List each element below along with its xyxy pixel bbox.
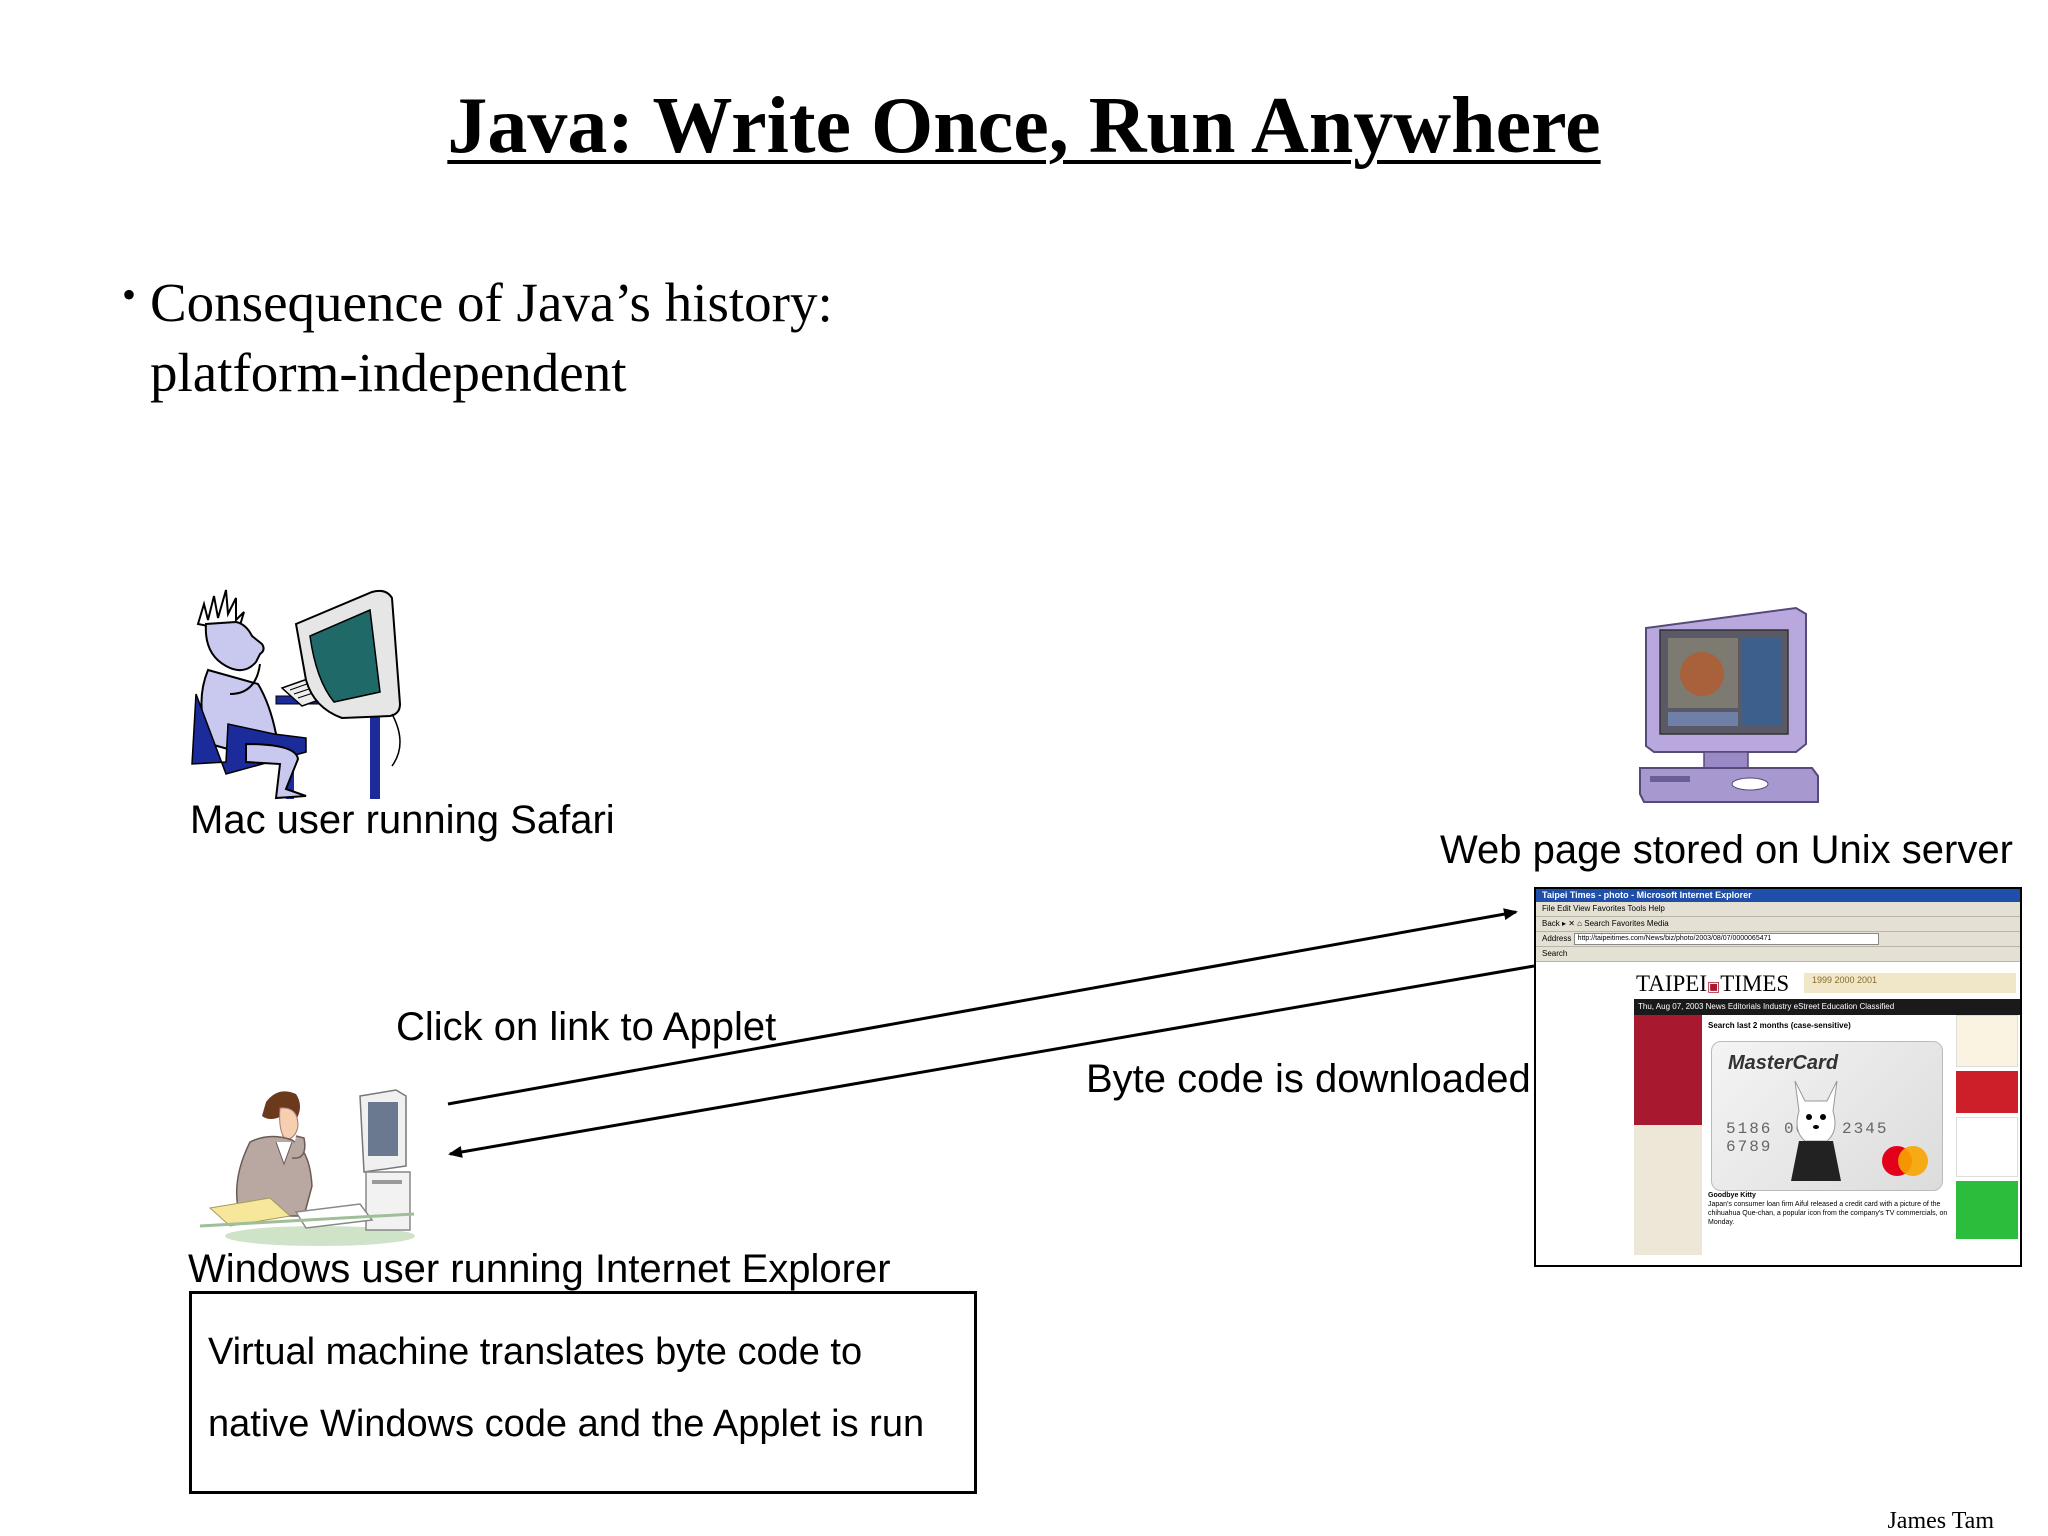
request-arrow <box>447 908 1518 1106</box>
browser-title-bar: Taipei Times - photo - Microsoft Interne… <box>1536 889 2020 902</box>
windows-user-illustration <box>199 1089 415 1246</box>
browser-address-bar: Address http://taipeitimes.com/News/biz/… <box>1536 932 2020 947</box>
card-number: 5186 0000 2345 6789 <box>1726 1120 1889 1156</box>
download-arrow <box>448 964 1535 1158</box>
mac-user-label: Mac user running Safari <box>190 798 615 842</box>
slide-title: Java: Write Once, Run Anywhere <box>447 82 1601 170</box>
address-url: http://taipeitimes.com/News/biz/photo/20… <box>1573 932 1879 945</box>
author-credit: James Tam <box>1887 1508 1994 1534</box>
news-article: Goodbye Kitty Japan's consumer loan firm… <box>1708 1191 1948 1227</box>
web-search-label: Search last 2 months (case-sensitive) <box>1708 1021 1851 1030</box>
web-ad-column <box>1956 1015 2018 1255</box>
web-nav-strip: Thu, Aug 07, 2003 News Editorials Indust… <box>1634 999 2020 1015</box>
web-page-content: TAIPEI▣TIMES 1999 2000 2001 Thu, Aug 07,… <box>1536 963 2020 1265</box>
mac-user-illustration <box>191 589 402 800</box>
address-label: Address <box>1542 934 1572 943</box>
web-side-nav <box>1634 1015 1702 1125</box>
browser-screenshot: Taipei Times - photo - Microsoft Interne… <box>1534 887 2022 1267</box>
card-brand: MasterCard <box>1728 1052 1839 1074</box>
byte-code-label: Byte code is downloaded <box>1086 1057 1531 1101</box>
browser-toolbar: Back ▸ ✕ ⌂ Search Favorites Media <box>1536 917 2020 932</box>
article-title: Goodbye Kitty <box>1708 1192 1756 1199</box>
web-side-nav-lower <box>1634 1125 1702 1255</box>
bullet-line-1: Consequence of Java’s history: <box>150 272 833 333</box>
click-link-label: Click on link to Applet <box>396 1005 777 1049</box>
article-text: Japan's consumer loan firm Aiful release… <box>1708 1201 1948 1226</box>
bullet-point: • Consequence of Java’s history: platfor… <box>122 268 833 408</box>
years-strip: 1999 2000 2001 <box>1804 973 2016 993</box>
newspaper-masthead: TAIPEI▣TIMES <box>1636 971 1790 996</box>
masthead-emblem-icon: ▣ <box>1706 980 1721 995</box>
unix-server-illustration <box>1639 606 1819 803</box>
note-line-1: Virtual machine translates byte code to <box>208 1331 863 1373</box>
bullet-line-2: platform-independent <box>150 342 627 403</box>
chihuahua-icon <box>1791 1080 1841 1181</box>
unix-server-label: Web page stored on Unix server <box>1440 828 2013 872</box>
windows-user-label: Windows user running Internet Explorer <box>188 1247 891 1291</box>
bullet-icon: • <box>122 272 137 317</box>
browser-search-bar: Search <box>1536 947 2020 962</box>
note-line-2: native Windows code and the Applet is ru… <box>208 1403 925 1445</box>
vm-note-box: Virtual machine translates byte code to … <box>189 1291 977 1494</box>
card-logo-icon-2 <box>1898 1146 1928 1176</box>
browser-menu-bar: File Edit View Favorites Tools Help <box>1536 902 2020 917</box>
